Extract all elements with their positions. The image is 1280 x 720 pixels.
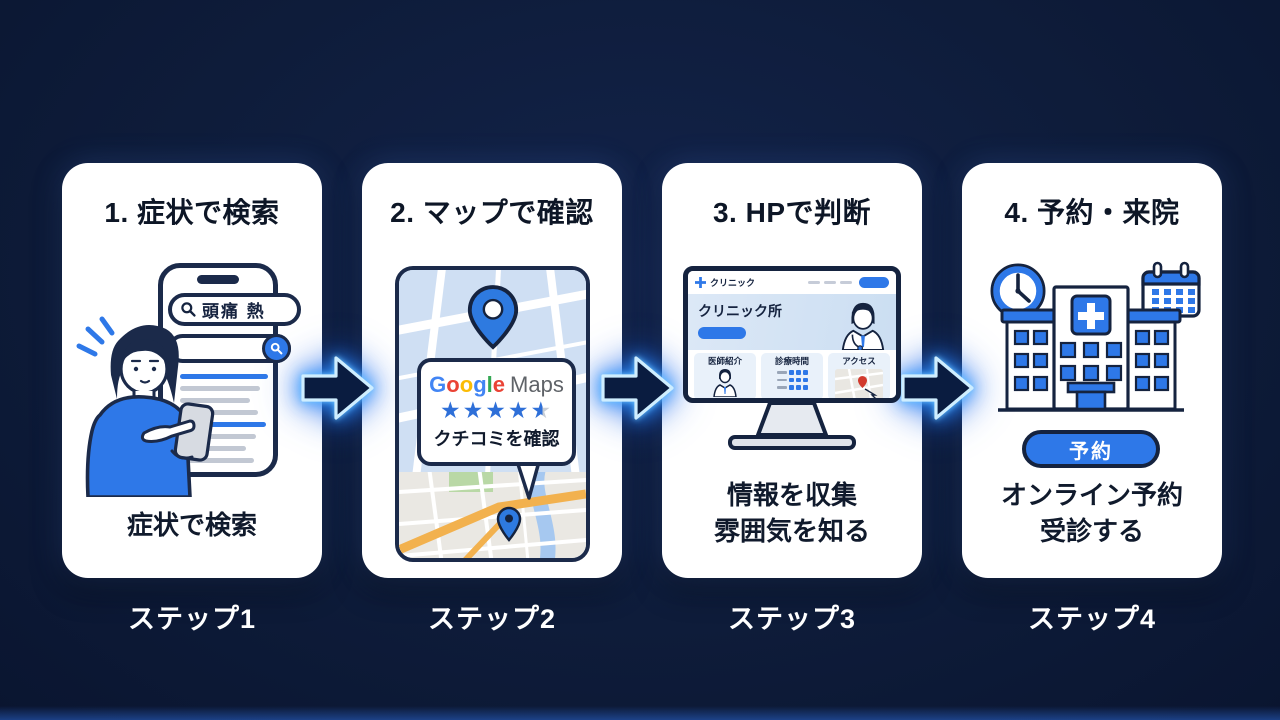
feature-card-access: アクセス [828, 353, 890, 398]
step4-caption-line1: オンライン予約 [1000, 480, 1183, 510]
feature-card-hours: 診療時間 [761, 353, 823, 398]
star-icon: ★ [507, 396, 531, 423]
mini-map [835, 369, 883, 398]
small-map-pin-icon [496, 506, 522, 542]
step2-label: ステップ2 [427, 604, 557, 634]
website-header: クリニック [688, 271, 896, 294]
google-logo-maps: Maps [510, 371, 564, 397]
nav-link-placeholder [824, 281, 836, 284]
booking-button: 予約 [1022, 430, 1160, 468]
hero-cta-pill [698, 327, 746, 339]
rating-stars: ★★★★★ [439, 396, 554, 423]
step1-caption: 症状で検索 [126, 510, 257, 540]
phone-notch [197, 275, 239, 284]
website-hero: クリニック所 [688, 294, 896, 350]
monitor-stand [728, 403, 856, 450]
review-note: クチコミを確認 [433, 428, 560, 449]
step4-title: 4. 予約・来院 [1004, 197, 1180, 228]
nav-link-placeholder [840, 281, 852, 284]
schedule-row [776, 370, 808, 375]
step4-card: 4. 予約・来院 [962, 163, 1222, 578]
hospital-building-icon [998, 285, 1184, 412]
feature-card-doctors: 医師紹介 [694, 353, 756, 398]
step4-label: ステップ4 [1027, 604, 1157, 634]
website-brand: クリニック [710, 278, 756, 288]
map-pin-icon [467, 285, 519, 350]
bottom-glow-strip [0, 706, 1280, 720]
star-icon: ★ [485, 396, 508, 423]
map-detail [399, 472, 586, 558]
star-icon: ★ [462, 396, 486, 423]
search-input: 頭痛 熱 [168, 293, 301, 326]
mini-map-graphic [835, 369, 883, 398]
step1-title: 1. 症状で検索 [104, 197, 280, 228]
step2-title: 2. マップで確認 [390, 197, 594, 228]
step3-card: 3. HPで判断 クリニック クリニック所 [662, 163, 922, 578]
step1-label: ステップ1 [127, 604, 257, 634]
step3-title: 3. HPで判断 [712, 197, 872, 228]
website-feature-cards: 医師紹介 診療時間 アクセス [688, 350, 896, 398]
search-bar-empty [168, 334, 291, 363]
schedule-row [776, 377, 808, 382]
star-icon: ★ [439, 396, 463, 423]
flow-arrow-icon [600, 349, 678, 427]
step4-caption-line2: 受診する [1039, 516, 1144, 546]
half-star-icon: ★ [530, 396, 554, 423]
flow-arrow-icon [900, 349, 978, 427]
step3-label: ステップ3 [727, 604, 857, 634]
schedule-row [776, 385, 808, 390]
clinic-cross-icon [695, 277, 706, 288]
search-result-lines [180, 374, 270, 470]
header-cta-pill [859, 277, 889, 288]
step1-card: 1. 症状で検索 頭痛 熱 [62, 163, 322, 578]
monitor-screen: クリニック クリニック所 [683, 266, 901, 403]
doctor-illustration [841, 302, 885, 350]
step3-caption-line2: 雰囲気を知る [713, 516, 870, 546]
search-button [262, 334, 291, 363]
step2-card: 2. マップで確認 [362, 163, 622, 578]
search-icon [270, 342, 283, 355]
person-illustration [76, 316, 215, 497]
search-query-text: 頭痛 熱 [202, 302, 266, 321]
google-logo-google: Google [429, 371, 506, 397]
hero-title: クリニック所 [698, 303, 782, 319]
step3-caption-line1: 情報を収集 [726, 480, 857, 510]
nav-link-placeholder [808, 281, 820, 284]
calendar-icon [1141, 261, 1201, 318]
mini-doctor-icon [713, 369, 737, 397]
flow-arrow-icon [300, 349, 378, 427]
search-icon [181, 302, 196, 317]
